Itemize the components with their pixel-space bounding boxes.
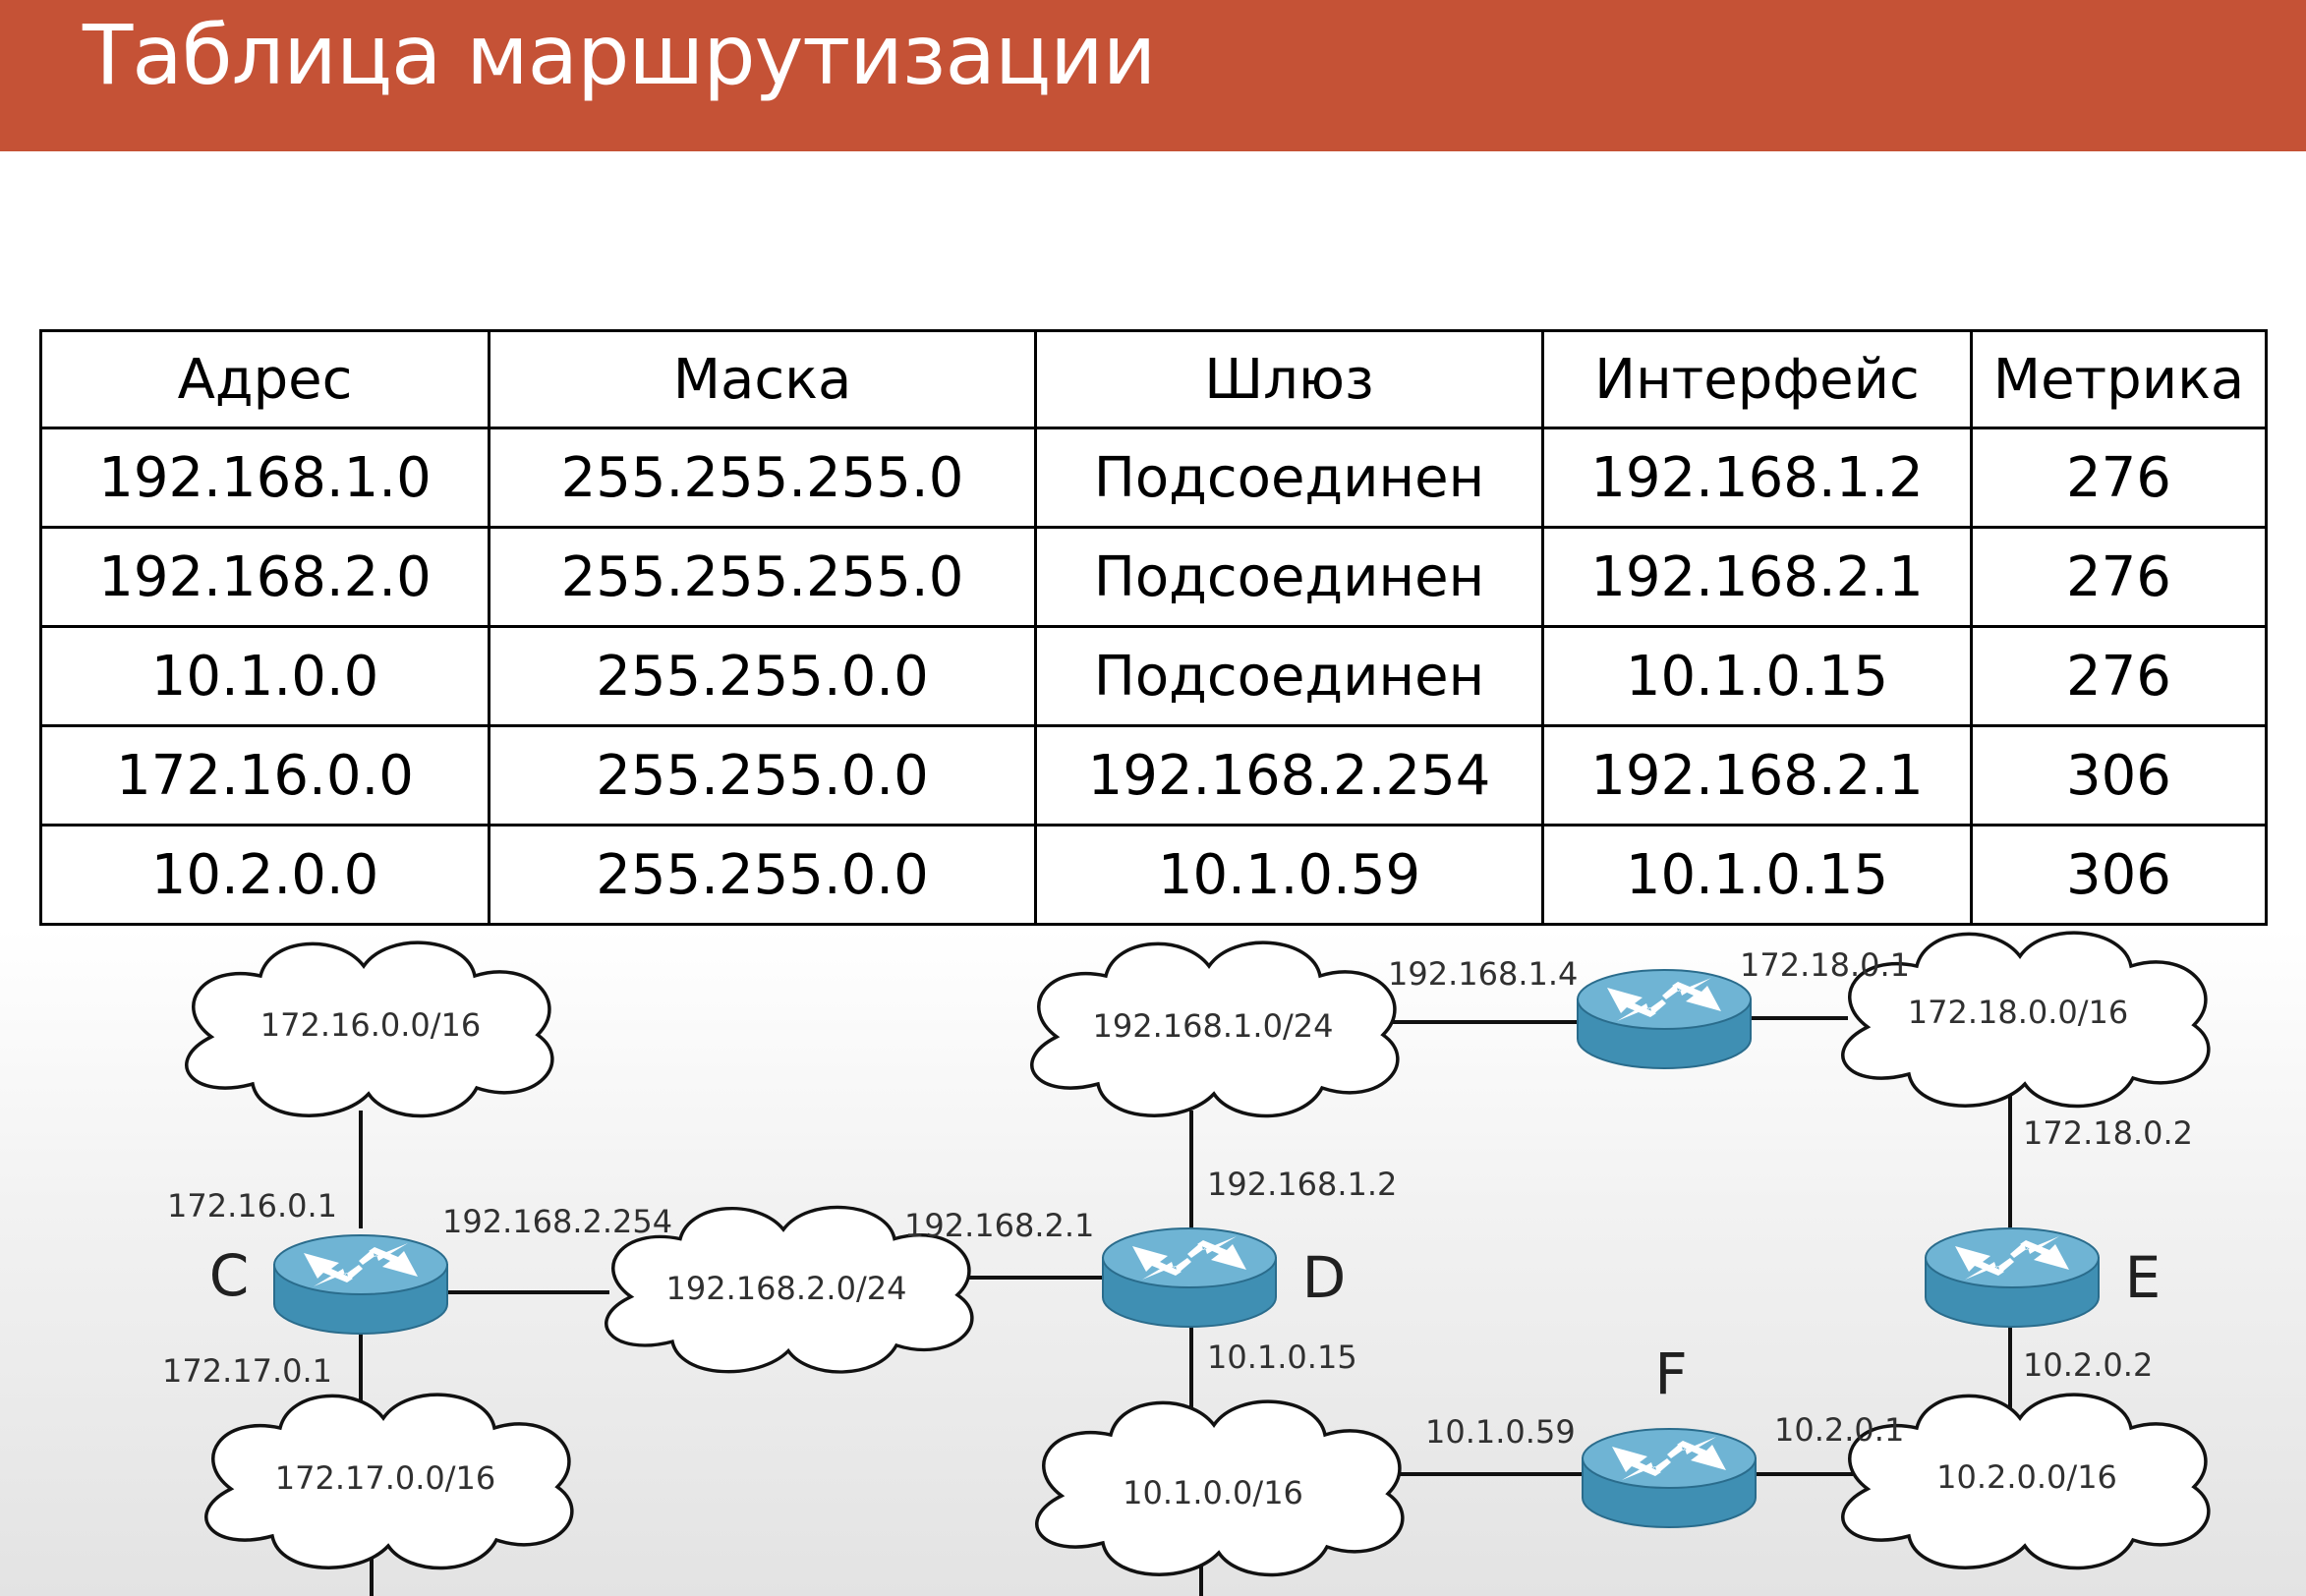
header-metric: Метрика — [1970, 329, 2268, 429]
header-gateway: Шлюз — [1034, 329, 1544, 429]
title-bar: Таблица маршрутизации — [0, 0, 2306, 151]
cell-mask: 255.255.255.0 — [488, 526, 1037, 628]
cell-mask: 255.255.255.0 — [488, 427, 1037, 529]
iface-top-right: 172.18.0.1 — [1740, 946, 1910, 984]
label-net-172-16: 172.16.0.0/16 — [260, 1006, 482, 1044]
iface-top-left: 192.168.1.4 — [1388, 955, 1578, 993]
header-interface: Интерфейс — [1541, 329, 1973, 429]
cell-interface: 10.1.0.15 — [1541, 625, 1973, 727]
network-diagram: 172.16.0.0/16 172.17.0.0/16 192.168.2.0/… — [162, 931, 2211, 1596]
cell-metric: 276 — [1970, 427, 2268, 529]
links — [359, 1016, 2012, 1596]
router-d — [1102, 1227, 1277, 1328]
iface-d-left: 192.168.2.1 — [904, 1207, 1094, 1244]
cell-interface: 192.168.2.1 — [1541, 526, 1973, 628]
router-name-c: C — [209, 1242, 250, 1309]
label-net-10-1: 10.1.0.0/16 — [1123, 1474, 1303, 1511]
iface-f-left: 10.1.0.59 — [1425, 1413, 1576, 1451]
cell-address: 10.2.0.0 — [39, 824, 490, 926]
router-top — [1577, 969, 1752, 1069]
cell-gateway: 10.1.0.59 — [1034, 824, 1544, 926]
cell-interface: 10.1.0.15 — [1541, 824, 1973, 926]
iface-e-bottom: 10.2.0.2 — [2023, 1346, 2153, 1384]
iface-c-right: 192.168.2.254 — [442, 1203, 672, 1240]
iface-f-right: 10.2.0.1 — [1774, 1411, 1904, 1449]
cell-gateway: 192.168.2.254 — [1034, 724, 1544, 826]
cell-gateway: Подсоединен — [1034, 427, 1544, 529]
table-header-row: Адрес Маска Шлюз Интерфейс Метрика — [39, 329, 2268, 429]
table-row: 10.1.0.0 255.255.0.0 Подсоединен 10.1.0.… — [39, 625, 2268, 727]
router-name-f: F — [1654, 1340, 1687, 1407]
header-address: Адрес — [39, 329, 490, 429]
cell-address: 10.1.0.0 — [39, 625, 490, 727]
router-name-e: E — [2125, 1244, 2162, 1311]
cell-mask: 255.255.0.0 — [488, 625, 1037, 727]
cell-address: 192.168.2.0 — [39, 526, 490, 628]
label-net-10-2: 10.2.0.0/16 — [1936, 1458, 2117, 1496]
label-net-192-168-1: 192.168.1.0/24 — [1093, 1007, 1334, 1045]
iface-e-top: 172.18.0.2 — [2023, 1114, 2193, 1152]
cell-interface: 192.168.1.2 — [1541, 427, 1973, 529]
cell-metric: 276 — [1970, 526, 2268, 628]
iface-c-bottom: 172.17.0.1 — [162, 1352, 332, 1390]
iface-c-top: 172.16.0.1 — [167, 1187, 337, 1225]
iface-d-bottom: 10.1.0.15 — [1207, 1339, 1357, 1376]
table-row: 192.168.1.0 255.255.255.0 Подсоединен 19… — [39, 427, 2268, 529]
table-row: 10.2.0.0 255.255.0.0 10.1.0.59 10.1.0.15… — [39, 824, 2268, 926]
label-net-172-18: 172.18.0.0/16 — [1908, 994, 2129, 1031]
routing-table: Адрес Маска Шлюз Интерфейс Метрика 192.1… — [39, 329, 2268, 926]
label-net-192-168-2: 192.168.2.0/24 — [666, 1270, 907, 1307]
cell-gateway: Подсоединен — [1034, 625, 1544, 727]
cell-gateway: Подсоединен — [1034, 526, 1544, 628]
cell-metric: 306 — [1970, 824, 2268, 926]
iface-d-top: 192.168.1.2 — [1207, 1166, 1397, 1203]
cell-metric: 306 — [1970, 724, 2268, 826]
router-c — [273, 1234, 448, 1335]
header-mask: Маска — [488, 329, 1037, 429]
table-row: 172.16.0.0 255.255.0.0 192.168.2.254 192… — [39, 724, 2268, 826]
table-row: 192.168.2.0 255.255.255.0 Подсоединен 19… — [39, 526, 2268, 628]
cell-address: 192.168.1.0 — [39, 427, 490, 529]
cell-metric: 276 — [1970, 625, 2268, 727]
cell-address: 172.16.0.0 — [39, 724, 490, 826]
cell-interface: 192.168.2.1 — [1541, 724, 1973, 826]
slide-title: Таблица маршрутизации — [83, 7, 1156, 103]
cell-mask: 255.255.0.0 — [488, 824, 1037, 926]
label-net-172-17: 172.17.0.0/16 — [275, 1459, 496, 1497]
cell-mask: 255.255.0.0 — [488, 724, 1037, 826]
router-name-d: D — [1302, 1244, 1347, 1311]
router-e — [1925, 1227, 2100, 1328]
router-f — [1582, 1428, 1757, 1528]
